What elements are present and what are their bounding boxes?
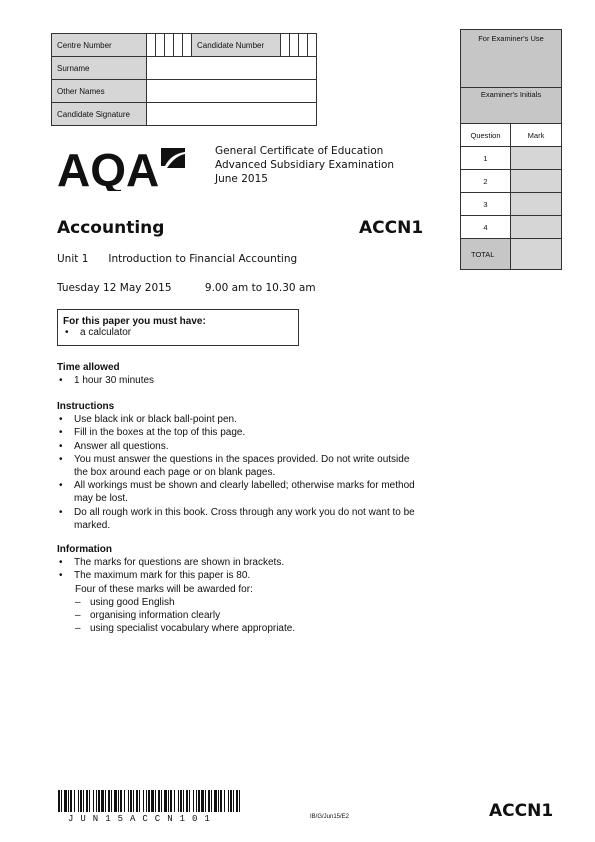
instruction-item: Fill in the boxes at the top of this pag… <box>57 426 417 439</box>
subject-title: Accounting <box>57 218 165 238</box>
time-allowed-section: Time allowed 1 hour 30 minutes <box>57 361 417 388</box>
materials-title: For this paper you must have: <box>63 316 206 327</box>
series-line: June 2015 <box>215 173 268 185</box>
mark-cell[interactable] <box>511 193 561 215</box>
time-allowed-title: Time allowed <box>57 362 120 373</box>
materials-item: a calculator <box>63 327 293 338</box>
instruction-item: Answer all questions. <box>57 440 417 453</box>
exam-date-time: Tuesday 12 May 2015 9.00 am to 10.30 am <box>57 282 316 294</box>
qualification-header: General Certificate of Education Advance… <box>215 144 394 186</box>
centre-number-box[interactable] <box>173 33 183 57</box>
instructions-section: Instructions Use black ink or black ball… <box>57 400 417 532</box>
information-item: The marks for questions are shown in bra… <box>57 556 417 569</box>
question-number: 1 <box>461 147 511 169</box>
candidate-number-label: Candidate Number <box>191 33 281 57</box>
information-note: Four of these marks will be awarded for: <box>75 583 253 595</box>
footer-paper-code: ACCN1 <box>489 801 554 821</box>
information-sub-item: using good English <box>75 596 417 609</box>
question-header: Question <box>461 124 511 146</box>
paper-code: ACCN1 <box>359 218 424 238</box>
question-number: 3 <box>461 193 511 215</box>
candidate-number-box[interactable] <box>298 33 308 57</box>
mark-cell[interactable] <box>511 216 561 238</box>
question-number: 4 <box>461 216 511 238</box>
candidate-number-box[interactable] <box>289 33 299 57</box>
qualification-line: General Certificate of Education <box>215 145 384 157</box>
examiner-use-box: For Examiner's Use Examiner's Initials Q… <box>460 29 562 270</box>
centre-number-label: Centre Number <box>51 33 147 57</box>
document-reference: IB/G/Jun15/E2 <box>310 814 350 820</box>
centre-candidate-number-row: Centre Number Candidate Number <box>51 33 317 57</box>
examination-line: Advanced Subsidiary Examination <box>215 159 395 171</box>
centre-number-box[interactable] <box>182 33 192 57</box>
examiner-use-title: For Examiner's Use <box>461 30 561 88</box>
candidate-number-box[interactable] <box>307 33 317 57</box>
surname-field[interactable] <box>146 56 317 80</box>
centre-number-box[interactable] <box>164 33 174 57</box>
other-names-label: Other Names <box>51 79 147 103</box>
time-allowed-item: 1 hour 30 minutes <box>57 374 417 387</box>
instruction-item: All workings must be shown and clearly l… <box>57 479 417 505</box>
barcode-text: JUN15ACCN101 <box>68 814 217 824</box>
materials-box: For this paper you must have: a calculat… <box>57 309 299 346</box>
surname-label: Surname <box>51 56 147 80</box>
mark-cell[interactable] <box>511 147 561 169</box>
examiner-initials-field[interactable] <box>461 102 561 124</box>
mark-cell[interactable] <box>511 170 561 192</box>
information-sub-item: organising information clearly <box>75 609 417 622</box>
signature-field[interactable] <box>146 102 317 126</box>
candidate-number-box[interactable] <box>280 33 290 57</box>
unit-title: Unit 1 Introduction to Financial Account… <box>57 253 298 265</box>
information-item: The maximum mark for this paper is 80. <box>57 569 417 582</box>
total-mark-cell[interactable] <box>511 239 561 269</box>
instruction-item: Use black ink or black ball-point pen. <box>57 413 417 426</box>
instruction-item: Do all rough work in this book. Cross th… <box>57 506 417 532</box>
examiner-initials-label: Examiner's Initials <box>461 88 561 102</box>
question-number: 2 <box>461 170 511 192</box>
signature-label: Candidate Signature <box>51 102 147 126</box>
instructions-title: Instructions <box>57 401 115 412</box>
aqa-logo-text: AQA <box>57 146 159 191</box>
mark-header: Mark <box>511 124 561 146</box>
logo-swoosh-icon <box>161 148 185 166</box>
other-names-field[interactable] <box>146 79 317 103</box>
barcode <box>58 790 240 812</box>
instruction-item: You must answer the questions in the spa… <box>57 453 417 479</box>
information-sub-item: using specialist vocabulary where approp… <box>75 622 417 635</box>
information-section: Information The marks for questions are … <box>57 543 417 636</box>
aqa-logo: AQA <box>57 146 185 191</box>
centre-number-box[interactable] <box>146 33 156 57</box>
centre-number-box[interactable] <box>155 33 165 57</box>
total-label: TOTAL <box>461 239 511 269</box>
candidate-details-table: Centre Number Candidate Number Surname O… <box>51 33 317 126</box>
information-title: Information <box>57 544 112 555</box>
